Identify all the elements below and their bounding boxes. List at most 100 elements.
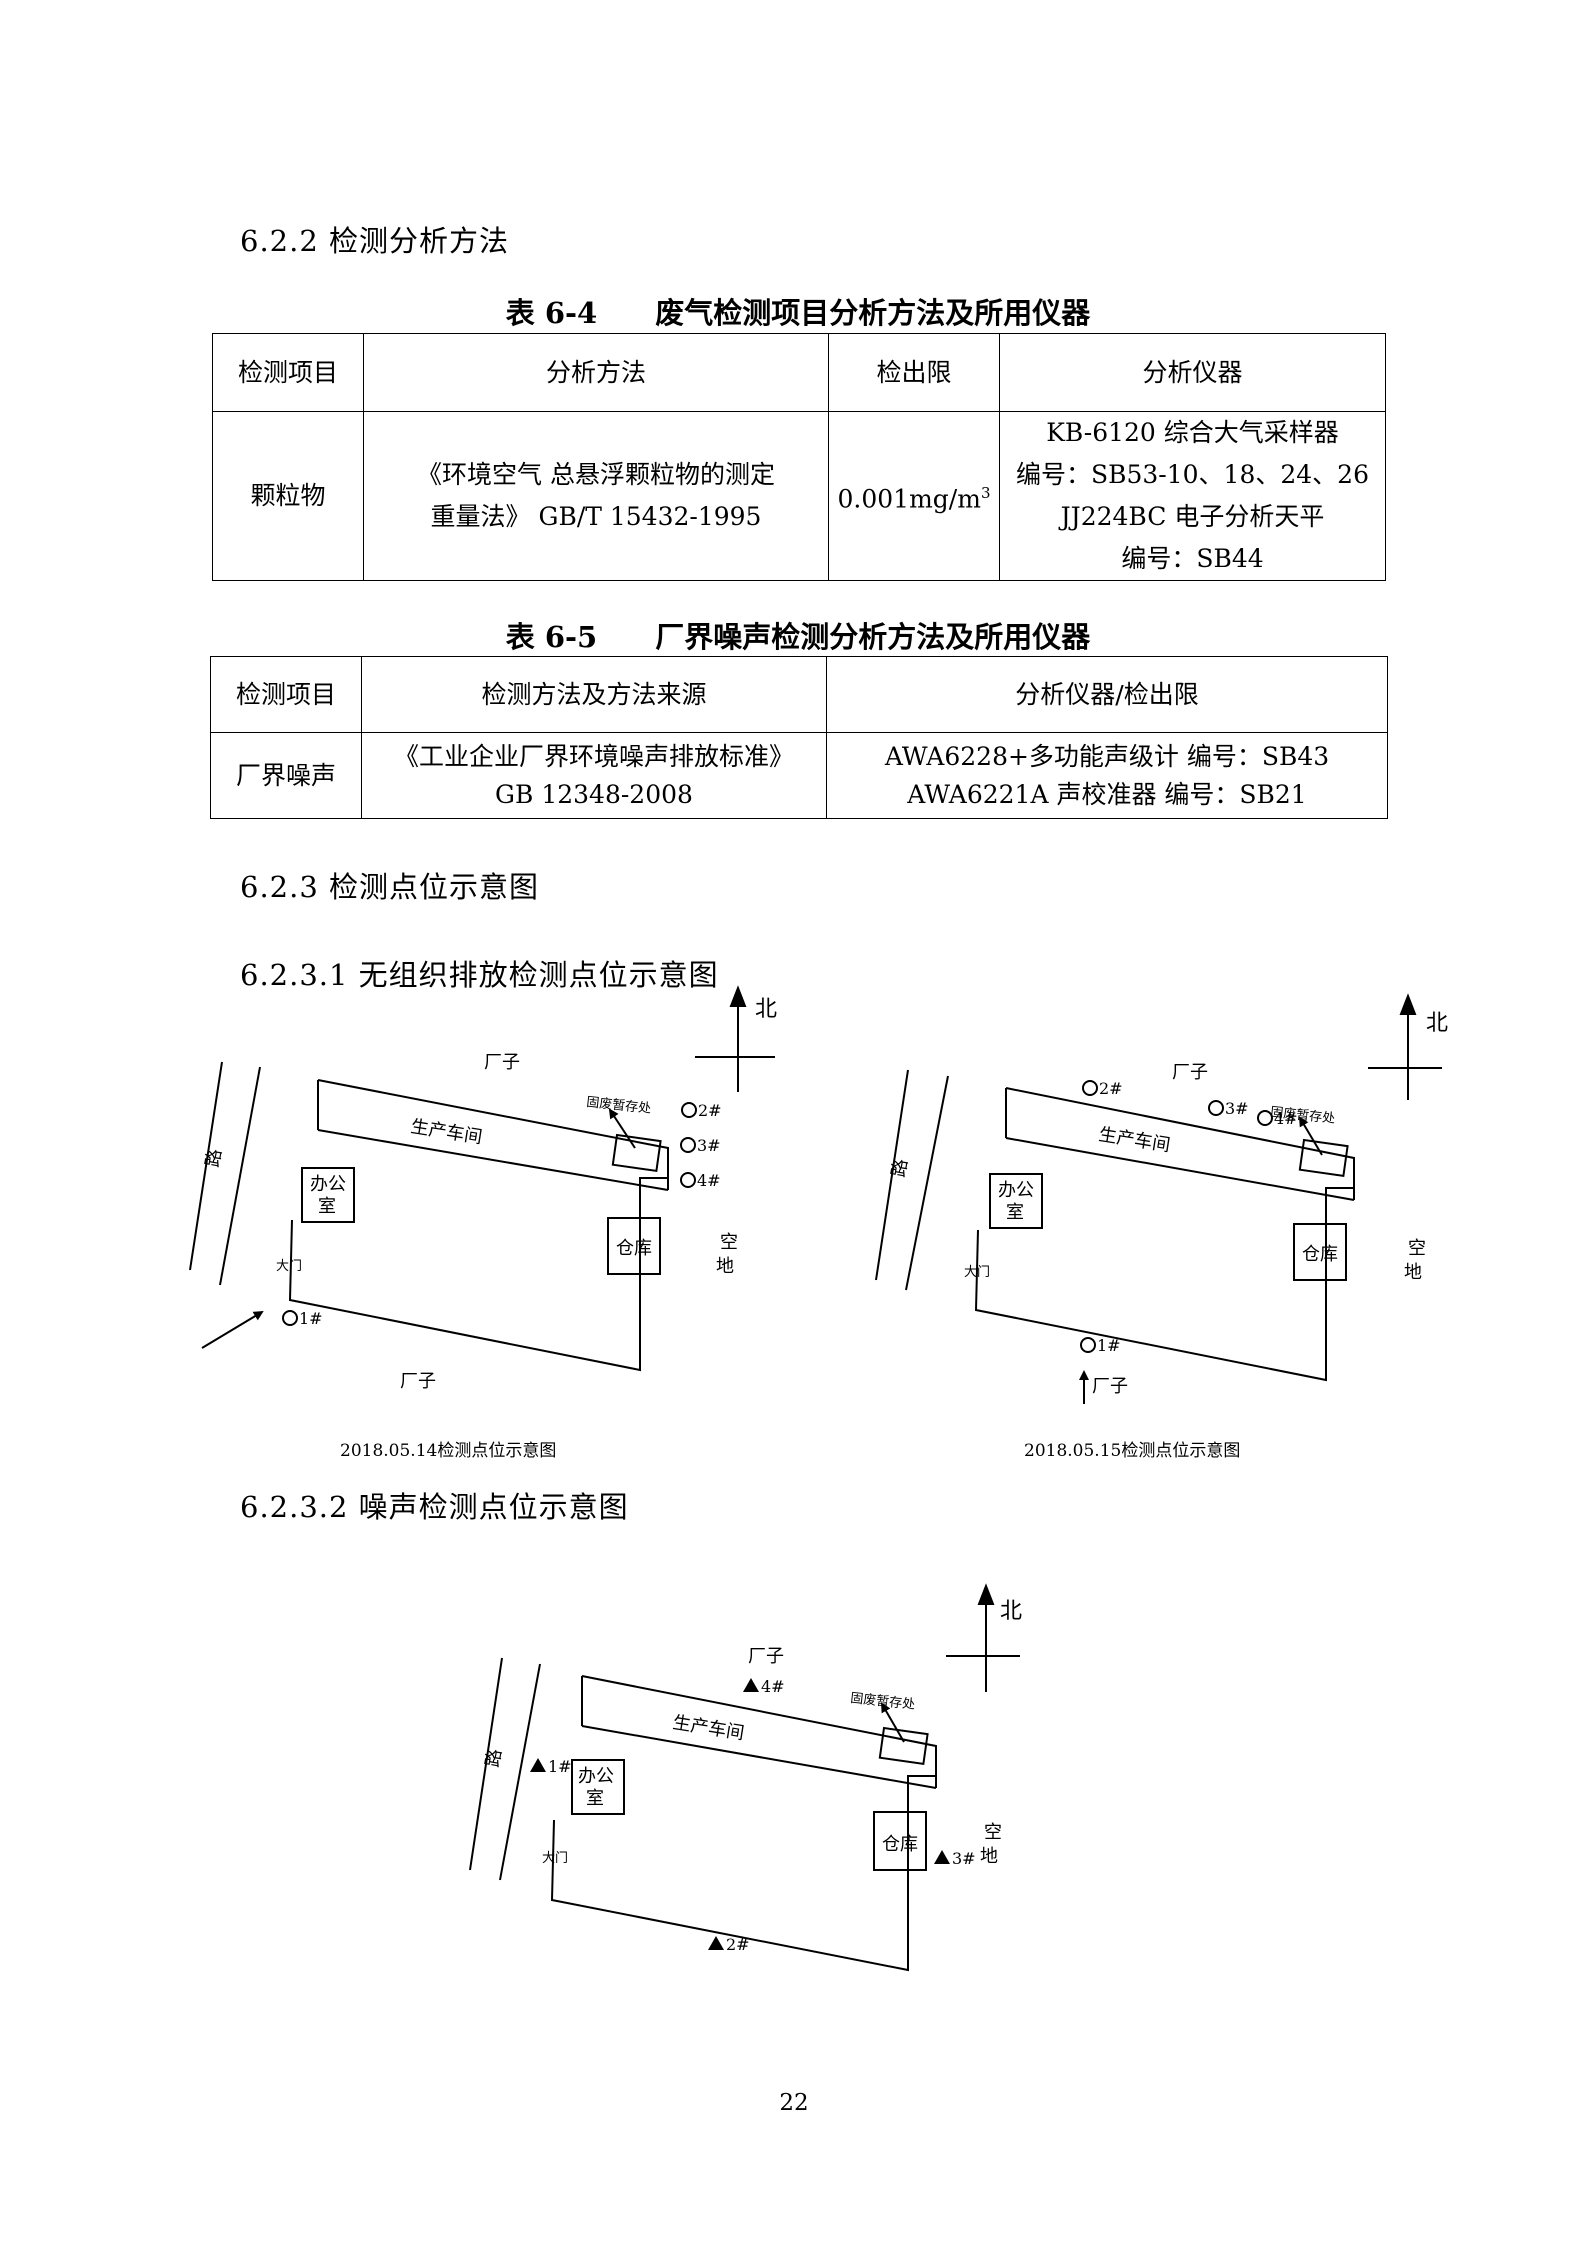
office-box bbox=[301, 1167, 355, 1223]
gate-label: 大门 bbox=[542, 1851, 568, 1866]
noise-point-1-icon bbox=[530, 1758, 546, 1772]
north-label: 北 bbox=[755, 997, 777, 1022]
open-land-label: 空 bbox=[1408, 1238, 1426, 1259]
office-label: 办公 bbox=[310, 1174, 346, 1195]
waste-arrow-icon bbox=[608, 1108, 636, 1149]
road-label: 路 bbox=[888, 1157, 912, 1178]
gate-label: 大门 bbox=[964, 1265, 990, 1280]
point-circle-4 bbox=[680, 1172, 696, 1188]
table-6-4-instrument: KB-6120 综合大气采样器 编号：SB53-10、18、24、26 JJ22… bbox=[999, 411, 1386, 581]
section-heading-622: 6.2.2 检测分析方法 bbox=[240, 224, 510, 258]
building-outline bbox=[288, 1079, 669, 1372]
table-6-4-item: 颗粒物 bbox=[212, 411, 364, 581]
factory-label-top: 厂子 bbox=[1172, 1062, 1208, 1083]
method-line-1: 《环境空气 总悬浮颗粒物的测定 bbox=[417, 460, 775, 489]
workshop-label: 生产车间 bbox=[409, 1116, 483, 1148]
point-circle-1 bbox=[282, 1310, 298, 1326]
workshop-divider bbox=[317, 1129, 669, 1191]
table-6-5-method: 《工业企业厂界环境噪声排放标准》 GB 12348-2008 bbox=[361, 732, 827, 819]
diagram-map-1 bbox=[189, 985, 775, 1372]
road-label: 路 bbox=[202, 1147, 226, 1168]
noise-point-label-4: 4# bbox=[761, 1677, 785, 1696]
north-label: 北 bbox=[1000, 1599, 1022, 1624]
method-line-2: 重量法》 GB/T 15432-1995 bbox=[430, 502, 762, 531]
road-line-left bbox=[875, 1069, 909, 1281]
map-2-labels: 北 厂子 生产车间 固废暂存处 路 办公 室 仓库 空 地 大门 厂子 1# 2… bbox=[888, 1011, 1448, 1397]
factory-label-bottom: 厂子 bbox=[400, 1371, 436, 1392]
north-arrow-icon bbox=[977, 1583, 995, 1605]
office-box bbox=[989, 1173, 1043, 1229]
table-6-5-item: 厂界噪声 bbox=[210, 732, 362, 819]
point-label-2: 2# bbox=[698, 1101, 722, 1120]
road-line-right bbox=[219, 1066, 261, 1286]
waste-box bbox=[878, 1726, 929, 1765]
table-6-5-caption: 表 6-5 厂界噪声检测分析方法及所用仪器 bbox=[505, 620, 1091, 654]
method-line-1: 《工业企业厂界环境噪声排放标准》 bbox=[393, 741, 794, 771]
warehouse-label: 仓库 bbox=[1302, 1244, 1338, 1265]
point-label-1: 1# bbox=[1097, 1336, 1121, 1355]
office-label-2: 室 bbox=[586, 1788, 604, 1809]
noise-point-2-icon bbox=[708, 1936, 724, 1950]
method-line-2: GB 12348-2008 bbox=[495, 779, 693, 809]
point-label-4: 4# bbox=[697, 1171, 721, 1190]
workshop-divider bbox=[581, 1725, 937, 1789]
table-6-5-header-item: 检测项目 bbox=[210, 656, 362, 733]
table-6-5: 检测项目 检测方法及方法来源 分析仪器/检出限 厂界噪声 《工业企业厂界环境噪声… bbox=[210, 656, 1388, 819]
wind-arrow-icon bbox=[201, 1310, 264, 1349]
table-6-4: 检测项目 分析方法 检出限 分析仪器 颗粒物 《环境空气 总悬浮颗粒物的测定 重… bbox=[212, 333, 1386, 581]
open-land-label-2: 地 bbox=[1404, 1262, 1422, 1283]
point-circle-3 bbox=[680, 1137, 696, 1153]
instrument-line-1: AWA6228+多功能声级计 编号：SB43 bbox=[884, 741, 1330, 771]
building-outline bbox=[550, 1675, 937, 1972]
waste-label: 固废暂存处 bbox=[850, 1690, 916, 1713]
table-6-4-caption: 表 6-4 废气检测项目分析方法及所用仪器 bbox=[505, 296, 1091, 330]
workshop-label: 生产车间 bbox=[671, 1712, 745, 1744]
table-6-5-instrument: AWA6228+多功能声级计 编号：SB43 AWA6221A 声校准器 编号：… bbox=[826, 732, 1388, 819]
road-line-right bbox=[499, 1663, 541, 1881]
waste-label: 固废暂存处 bbox=[586, 1094, 652, 1117]
open-land-label-2: 地 bbox=[980, 1846, 998, 1867]
warehouse-box bbox=[873, 1811, 927, 1871]
page-number: 22 bbox=[779, 2090, 809, 2116]
north-label: 北 bbox=[1426, 1011, 1448, 1036]
map-1-labels: 北 厂子 生产车间 固废暂存处 路 办公 室 仓库 空 地 大门 厂子 1# 2… bbox=[202, 997, 777, 1392]
point-label-1: 1# bbox=[299, 1309, 323, 1328]
limit-superscript: 3 bbox=[980, 483, 991, 502]
building-outline bbox=[974, 1087, 1355, 1382]
instrument-line-3: JJ224BC 电子分析天平 bbox=[1060, 502, 1325, 531]
factory-label-top: 厂子 bbox=[748, 1646, 784, 1667]
open-land-label: 空 bbox=[984, 1822, 1002, 1843]
warehouse-box bbox=[1293, 1223, 1347, 1281]
point-circle-3 bbox=[1208, 1100, 1224, 1116]
office-label-2: 室 bbox=[318, 1196, 336, 1217]
table-row: 厂界噪声 《工业企业厂界环境噪声排放标准》 GB 12348-2008 AWA6… bbox=[210, 732, 1388, 819]
section-heading-6231: 6.2.3.1 无组织排放检测点位示意图 bbox=[240, 958, 719, 992]
gate-label: 大门 bbox=[276, 1259, 302, 1274]
point-circle-4 bbox=[1257, 1110, 1273, 1126]
instrument-line-2: 编号：SB53-10、18、24、26 bbox=[1015, 460, 1369, 489]
warehouse-box bbox=[607, 1217, 661, 1275]
office-box bbox=[571, 1759, 625, 1815]
north-arrow-icon bbox=[1399, 993, 1417, 1015]
point-label-3: 3# bbox=[1225, 1099, 1249, 1118]
road-line-right bbox=[905, 1075, 949, 1291]
point-label-4: 4# bbox=[1274, 1109, 1298, 1128]
waste-box bbox=[611, 1133, 662, 1172]
waste-box bbox=[1298, 1138, 1349, 1177]
diagram-map-2 bbox=[875, 993, 1442, 1404]
limit-value: 0.001mg/m bbox=[837, 484, 981, 514]
point-circle-1 bbox=[1080, 1337, 1096, 1353]
table-6-4-limit: 0.001mg/m3 bbox=[828, 411, 1000, 581]
factory-label-bottom: 厂子 bbox=[1092, 1376, 1128, 1397]
waste-arrow-icon bbox=[1298, 1116, 1323, 1156]
road-label: 路 bbox=[482, 1747, 506, 1768]
noise-point-label-1: 1# bbox=[548, 1757, 572, 1776]
table-row: 颗粒物 《环境空气 总悬浮颗粒物的测定 重量法》 GB/T 15432-1995… bbox=[212, 411, 1386, 581]
instrument-line-1: KB-6120 综合大气采样器 bbox=[1046, 418, 1339, 447]
noise-point-label-3: 3# bbox=[952, 1849, 976, 1868]
road-line-left bbox=[189, 1061, 223, 1271]
instrument-line-2: AWA6221A 声校准器 编号：SB21 bbox=[907, 779, 1307, 809]
map-2-caption: 2018.05.15检测点位示意图 bbox=[1024, 1441, 1241, 1461]
point-label-2: 2# bbox=[1099, 1079, 1123, 1098]
